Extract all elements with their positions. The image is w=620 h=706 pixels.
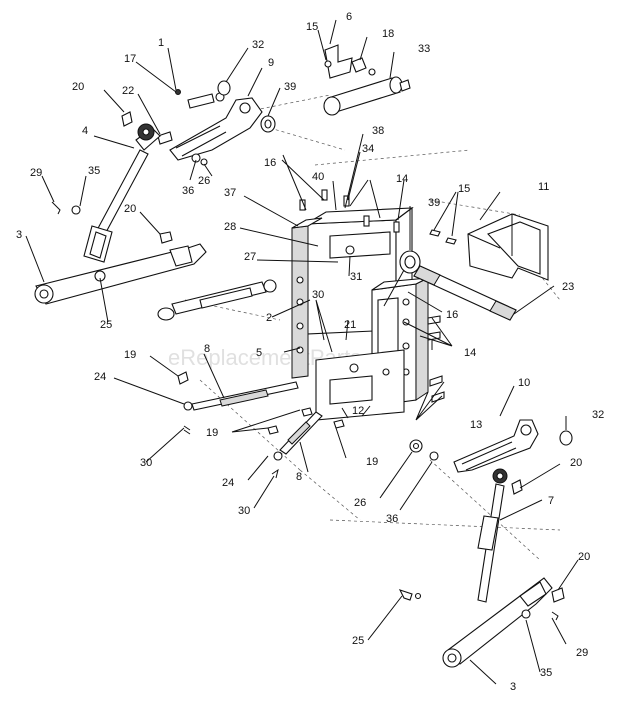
part-19-pins <box>177 371 345 435</box>
callout-label: 35 <box>88 165 100 177</box>
callout-label: 32 <box>592 409 604 421</box>
callout-label: 34 <box>362 143 374 155</box>
callout-label: 25 <box>352 635 364 647</box>
callout-label: 8 <box>296 471 302 483</box>
part-15-bolts <box>429 229 457 245</box>
callout-label: 22 <box>122 85 134 97</box>
part-8-check-chain-left <box>183 381 299 411</box>
part-20-29-35-lower-right <box>521 587 565 621</box>
callout-label: 20 <box>570 457 582 469</box>
callout-label: 15 <box>458 183 470 195</box>
callout-label: 24 <box>222 477 234 489</box>
callout-label: 33 <box>418 43 430 55</box>
callout-label: 19 <box>206 427 218 439</box>
callout-labels: 1 2 3 3 4 5 6 7 8 8 9 10 11 12 13 14 14 … <box>16 11 604 693</box>
part-39-bushing <box>260 115 276 133</box>
part-9-lift-arm <box>169 97 263 161</box>
callout-label: 28 <box>224 221 236 233</box>
callout-label: 39 <box>284 81 296 93</box>
callout-label: 13 <box>470 419 482 431</box>
callout-label: 27 <box>244 251 256 263</box>
callout-label: 14 <box>464 347 476 359</box>
part-26-36-hardware-right <box>409 439 439 461</box>
callout-label: 5 <box>256 347 262 359</box>
callout-label: 30 <box>140 457 152 469</box>
part-20-pin-right <box>511 479 523 495</box>
part-22-pin <box>157 131 173 145</box>
part-1-pin <box>175 89 225 109</box>
part-6-bracket <box>324 44 353 79</box>
callout-label: 6 <box>346 11 352 23</box>
callout-label: 38 <box>372 125 384 137</box>
callout-label: 37 <box>224 187 236 199</box>
callout-label: 8 <box>204 343 210 355</box>
callout-label: 16 <box>446 309 458 321</box>
callout-label: 25 <box>100 319 112 331</box>
callout-label: 9 <box>268 57 274 69</box>
callout-leaders <box>25 19 579 685</box>
callout-label: 30 <box>238 505 250 517</box>
callout-label: 11 <box>538 181 549 193</box>
callout-label: 39 <box>428 197 440 209</box>
part-4-top-link <box>83 123 161 263</box>
callout-label: 20 <box>578 551 590 563</box>
callout-label: 4 <box>82 125 88 137</box>
part-3-lower-link-left <box>34 243 207 305</box>
callout-label: 19 <box>124 349 136 361</box>
part-3-lower-link-right <box>442 577 553 668</box>
callout-label: 12 <box>352 405 364 417</box>
callout-label: 36 <box>386 513 398 525</box>
callout-label: 18 <box>382 28 394 40</box>
callout-label: 1 <box>158 37 164 49</box>
part-7-top-link-right <box>477 468 508 603</box>
part-32-cap <box>217 80 231 96</box>
callout-label: 21 <box>344 319 356 331</box>
callout-label: 23 <box>562 281 574 293</box>
part-30-clips <box>183 425 279 479</box>
callout-label: 19 <box>366 456 378 468</box>
callout-label: 24 <box>94 371 106 383</box>
callout-label: 10 <box>518 377 530 389</box>
callout-label: 3 <box>16 229 22 241</box>
callout-label: 2 <box>266 312 272 324</box>
part-11-cover <box>467 213 549 281</box>
part-10-lift-arm-right <box>453 419 539 473</box>
part-29-clip <box>51 201 61 215</box>
callout-label: 26 <box>198 175 210 187</box>
callout-label: 20 <box>124 203 136 215</box>
part-2-lift-link <box>157 279 277 321</box>
callout-label: 40 <box>312 171 324 183</box>
callout-label: 32 <box>252 39 264 51</box>
callout-label: 14 <box>396 173 408 185</box>
part-33-cylinder <box>323 76 411 116</box>
part-39-bushing-right <box>399 250 421 274</box>
part-12-bottom-plate <box>315 349 405 421</box>
part-18-clip <box>351 57 376 76</box>
callout-label: 15 <box>306 21 318 33</box>
part-23-shaft <box>413 265 517 321</box>
part-20-pin-mid <box>159 231 173 244</box>
callout-label: 30 <box>312 289 324 301</box>
callout-label: 20 <box>72 81 84 93</box>
callout-label: 29 <box>576 647 588 659</box>
part-36-26-hardware <box>191 153 208 166</box>
callout-label: 16 <box>264 157 276 169</box>
callout-label: 29 <box>30 167 42 179</box>
part-32-cap-right <box>559 430 573 446</box>
part-13-bolts <box>427 315 445 403</box>
callout-label: 35 <box>540 667 552 679</box>
callout-label: 36 <box>182 185 194 197</box>
callout-label: 31 <box>350 271 362 283</box>
callout-label: 3 <box>510 681 516 693</box>
callout-label: 7 <box>548 495 554 507</box>
part-35-washer <box>71 205 81 215</box>
part-25-pin <box>398 589 422 601</box>
part-20-pin-left <box>121 111 133 127</box>
part-8-check-chain-right <box>273 411 323 461</box>
callout-label: 26 <box>354 497 366 509</box>
callout-label: 17 <box>124 53 136 65</box>
